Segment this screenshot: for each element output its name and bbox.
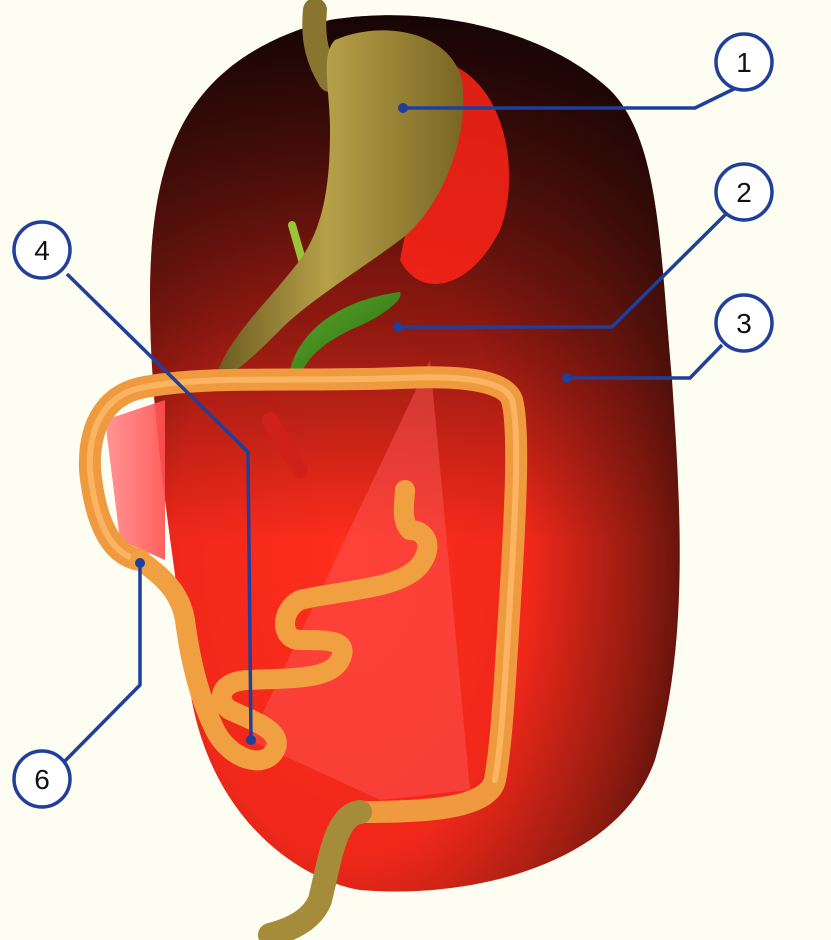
callout-1: 1 [716, 34, 772, 90]
callout-4: 4 [14, 222, 70, 278]
callout-dot-3 [562, 373, 572, 383]
callout-label-4: 4 [34, 235, 50, 266]
callout-6: 6 [14, 751, 70, 807]
callout-label-6: 6 [34, 764, 50, 795]
callout-dot-4 [246, 735, 256, 745]
callout-line-6 [62, 563, 140, 764]
callout-dot-6 [135, 558, 145, 568]
callout-label-2: 2 [736, 177, 752, 208]
callout-3: 3 [716, 295, 772, 351]
callout-2: 2 [716, 164, 772, 220]
callout-dot-2 [393, 322, 403, 332]
callout-label-3: 3 [736, 308, 752, 339]
callout-label-1: 1 [736, 47, 752, 78]
callout-dot-1 [398, 103, 408, 113]
